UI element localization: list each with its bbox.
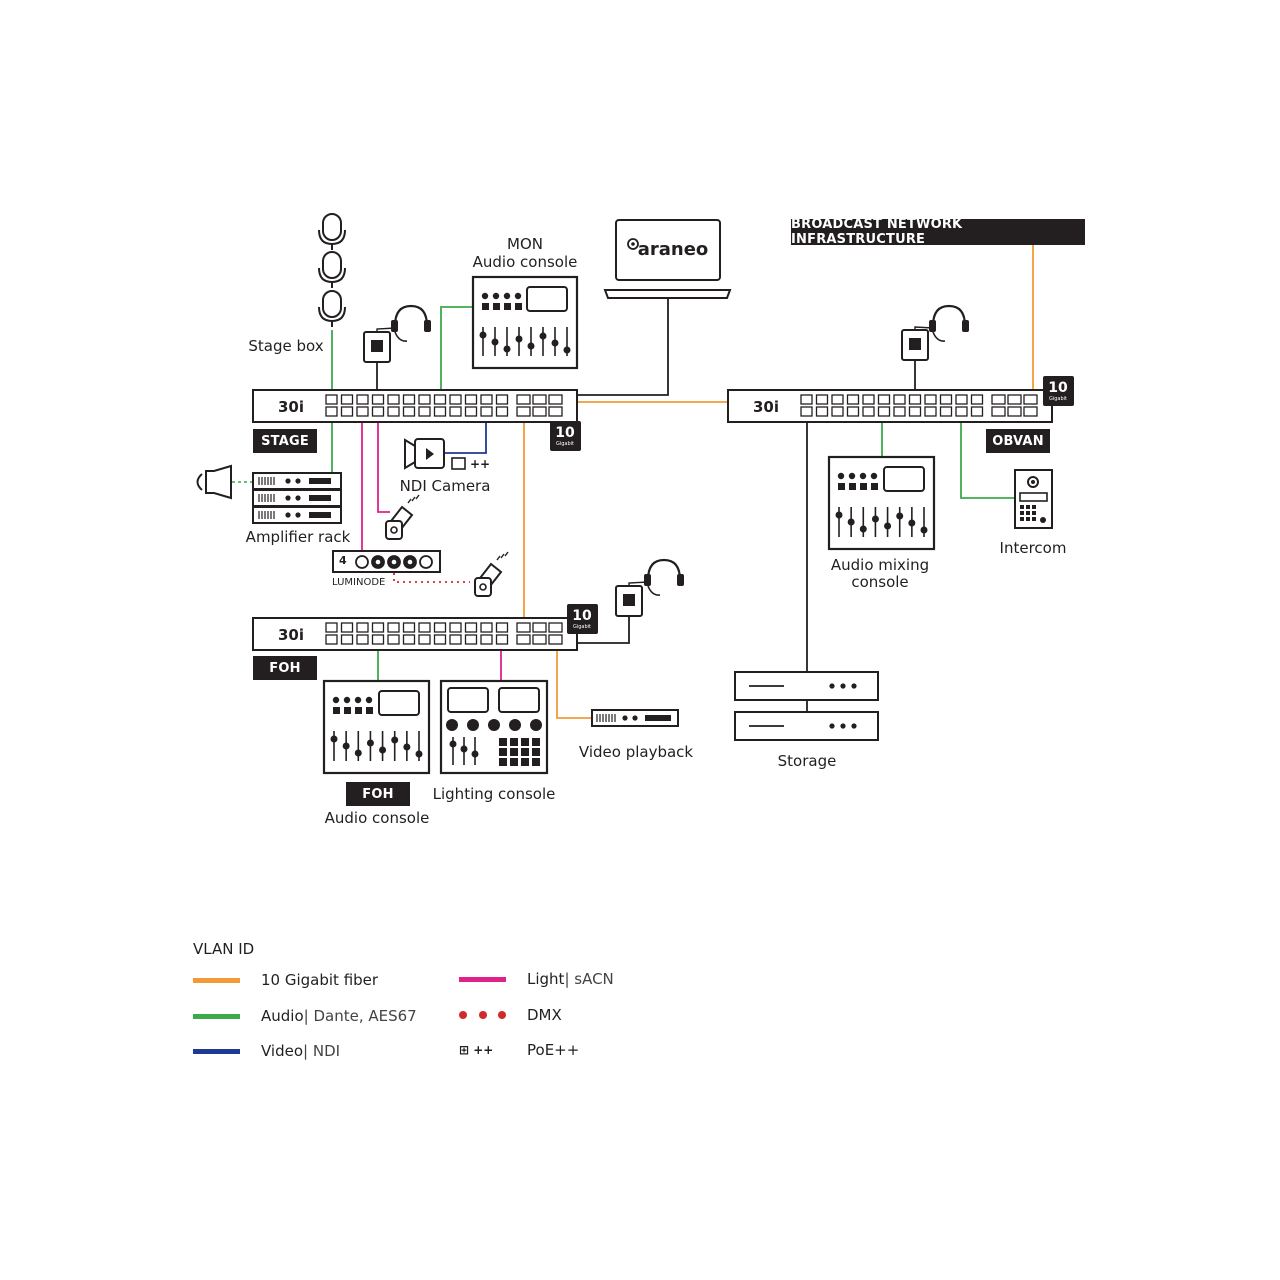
ndi-camera-label: NDI Camera <box>399 477 491 495</box>
audio-mixing-console-icon <box>827 455 936 551</box>
svg-text:Gigabit: Gigabit <box>556 441 574 447</box>
svg-text:30i: 30i <box>278 626 304 644</box>
stage-tag: STAGE <box>253 429 317 453</box>
stage-spotlight-icon <box>385 494 420 540</box>
mon-console-icon <box>471 275 579 370</box>
svg-text:10: 10 <box>1048 380 1068 396</box>
legend-dmx-label: DMX <box>527 1006 562 1024</box>
svg-text:10: 10 <box>572 608 592 624</box>
legend-light: Light | sACN <box>459 970 614 988</box>
legend-light-sub: | sACN <box>564 970 614 988</box>
luminode-icon <box>332 550 441 573</box>
luminode-label: LUMINODE <box>332 577 386 588</box>
foh-switch-tag: FOH <box>253 656 317 680</box>
obvan-tag: OBVAN <box>986 429 1050 453</box>
amplifier-rack-icon <box>252 472 342 524</box>
legend-audio-sub: | Dante, AES67 <box>303 1007 417 1025</box>
legend-fiber-label: 10 Gigabit fiber <box>261 971 379 989</box>
laptop-brand: araneo <box>638 239 709 260</box>
audio-swatch <box>193 1013 240 1019</box>
video-playback-label: Video playback <box>578 743 694 761</box>
lighting-console-label: Lighting console <box>432 785 556 803</box>
legend-fiber: 10 Gigabit fiber <box>193 971 378 989</box>
foh-headset-icon <box>615 558 684 617</box>
poe-icon: ⊞ ++ <box>459 1043 494 1057</box>
luminode-number: 4 <box>339 554 347 567</box>
lighting-console-icon <box>439 679 549 775</box>
dmx-spotlight-icon <box>474 551 509 597</box>
svg-text:30i: 30i <box>278 398 304 416</box>
storage-label: Storage <box>777 752 837 770</box>
fiber-swatch <box>193 977 240 983</box>
stage-box-label: Stage box <box>248 337 324 355</box>
storage-icon <box>734 671 879 741</box>
intercom-icon <box>1014 469 1053 529</box>
amplifier-rack-label: Amplifier rack <box>245 528 351 546</box>
legend-light-label: Light <box>527 970 565 988</box>
svg-text:10: 10 <box>555 425 575 441</box>
legend-poe: ⊞ ++ PoE++ <box>459 1041 579 1059</box>
ndi-camera-icon <box>404 438 466 470</box>
svg-text:Gigabit: Gigabit <box>573 624 591 630</box>
mon-title: MON <box>507 235 543 253</box>
audio-mixing-label-1: Audio mixing <box>830 556 930 574</box>
poe-icon <box>451 457 466 470</box>
legend-poe-icon-text: ++ <box>473 1043 494 1057</box>
legend-dmx: DMX <box>459 1006 562 1024</box>
legend-video-sub: | NDI <box>303 1042 341 1060</box>
video-swatch <box>193 1048 240 1054</box>
svg-text:Gigabit: Gigabit <box>1049 396 1067 402</box>
dmx-dots <box>459 1011 506 1019</box>
light-swatch <box>459 976 506 982</box>
video-playback-icon <box>591 709 679 727</box>
microphone-icons <box>318 213 346 327</box>
foh-audio-console-icon <box>322 679 431 775</box>
speaker-icon <box>196 464 232 500</box>
legend-audio-label: Audio <box>261 1007 304 1025</box>
broadcast-network-tag: BROADCAST NETWORK INFRASTRUCTURE <box>791 217 1085 247</box>
svg-text:30i: 30i <box>753 398 779 416</box>
laptop-icon: araneo <box>603 219 732 299</box>
legend-video-label: Video <box>261 1042 304 1060</box>
foh-console-tag: FOH <box>346 782 410 806</box>
connections <box>232 245 1034 719</box>
foh-audio-console-label: Audio console <box>324 809 430 827</box>
intercom-label: Intercom <box>999 539 1067 557</box>
ndi-poe-label: ++ <box>470 457 491 471</box>
legend-video: Video | NDI <box>193 1042 340 1060</box>
mon-subtitle: Audio console <box>472 253 578 271</box>
legend-poe-label: PoE++ <box>527 1041 580 1059</box>
legend-audio: Audio | Dante, AES67 <box>193 1007 417 1025</box>
audio-mixing-label-2: console <box>851 573 909 591</box>
legend-title: VLAN ID <box>193 940 255 958</box>
obvan-headset-icon <box>901 304 969 361</box>
stage-headset-icon <box>363 304 431 363</box>
